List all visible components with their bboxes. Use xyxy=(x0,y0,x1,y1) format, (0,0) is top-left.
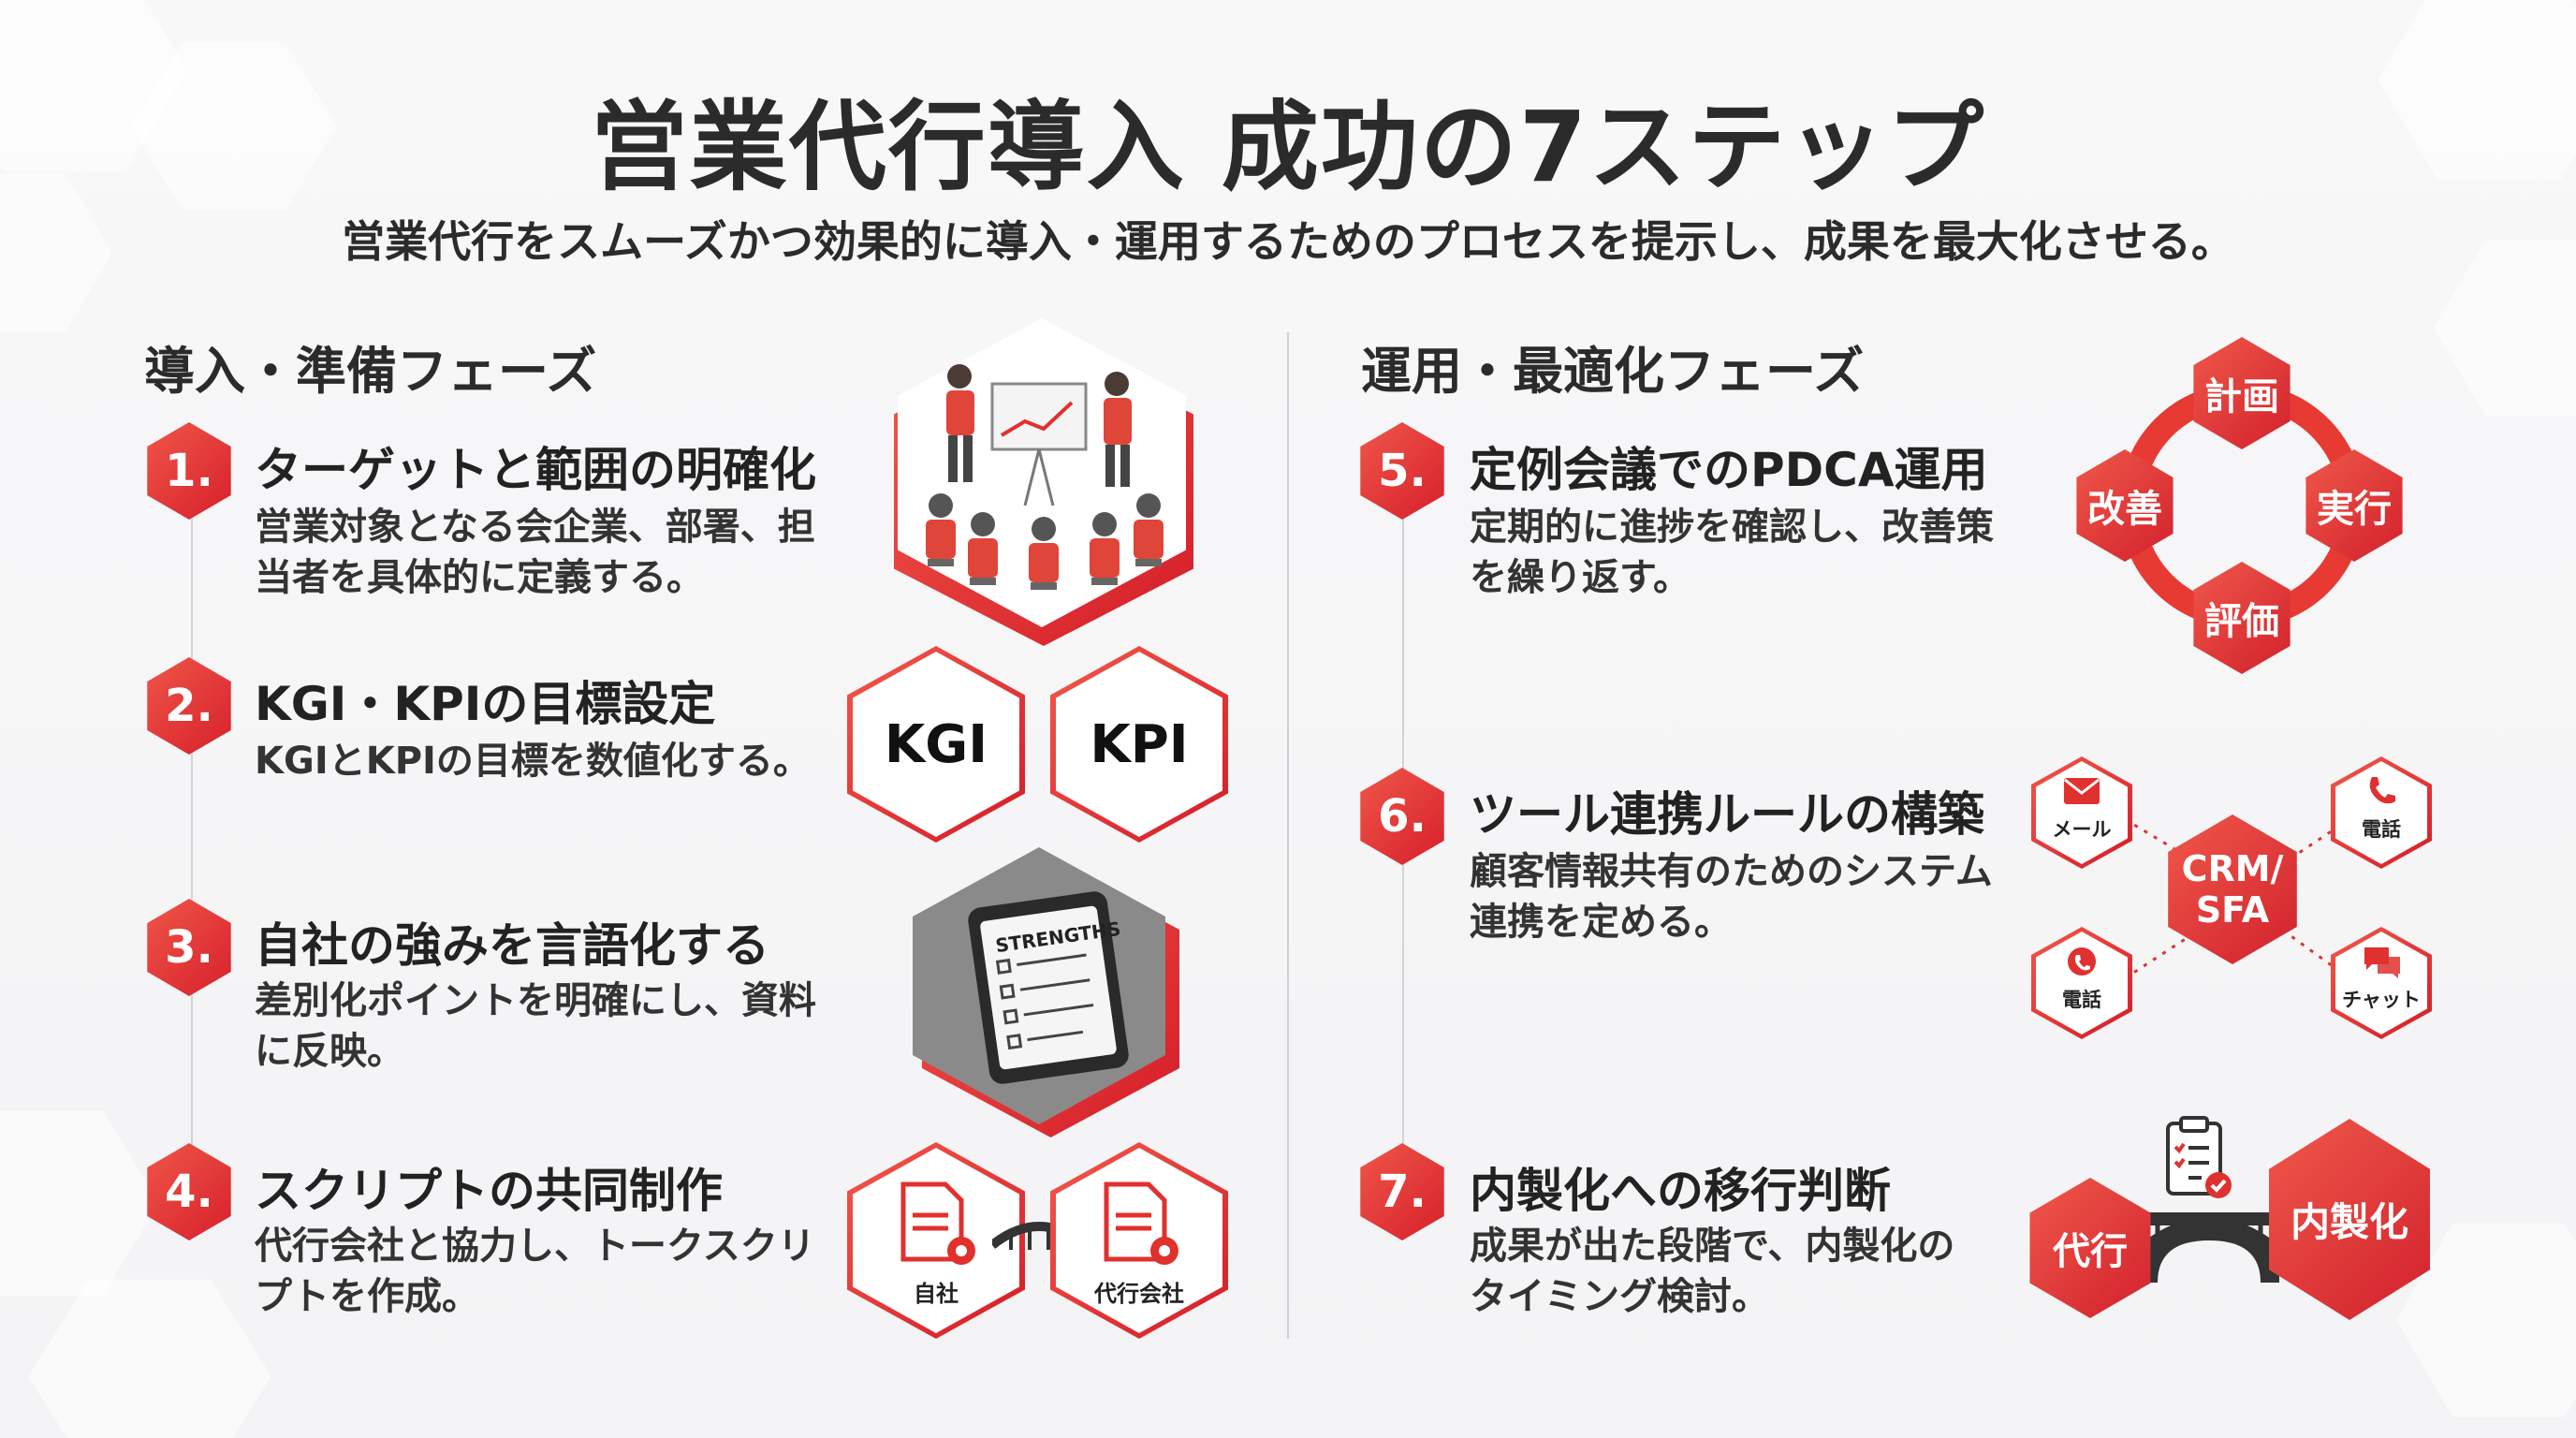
step-4-desc-line2: プトを作成。 xyxy=(255,1275,479,1318)
document-gear-icon xyxy=(900,1181,975,1265)
mail-icon xyxy=(2064,778,2100,804)
kgi-hexagon: KGI xyxy=(847,646,1025,843)
pdca-plan-label: 計画 xyxy=(2204,375,2279,418)
crm-label: CRM/ xyxy=(2181,848,2284,889)
step-7-desc-line2: タイミング検討。 xyxy=(1470,1275,1769,1318)
page-title: 営業代行導入 成功の7ステップ xyxy=(590,90,1986,204)
tablet-checklist-icon xyxy=(968,891,1129,1084)
sfa-label: SFA xyxy=(2195,889,2270,931)
step-1-desc-line2: 当者を具体的に定義する。 xyxy=(255,556,704,599)
pdca-do-label: 実行 xyxy=(2317,488,2392,531)
in-house-label: 内製化 xyxy=(2290,1199,2408,1245)
pdca-check-label: 評価 xyxy=(2204,600,2279,643)
step-6-desc-line1: 顧客情報共有のためのシステム xyxy=(1470,850,1993,893)
chat-label: チャット xyxy=(2342,989,2421,1011)
phone-node-top: 電話 xyxy=(2331,756,2432,869)
step-3-desc-line1: 差別化ポイントを明確にし、資料 xyxy=(255,979,816,1022)
step-3-desc-line2: に反映。 xyxy=(255,1030,404,1073)
in-house-node: 内製化 xyxy=(2256,1119,2443,1320)
chat-icon xyxy=(2364,947,2400,978)
step-2-desc-line1: KGIとKPIの目標を数値化する。 xyxy=(255,740,811,783)
page-subtitle: 営業代行をスムーズかつ効果的に導入・運用するためのプロセスを提示し、成果を最大化… xyxy=(342,216,2234,267)
step-4-title: スクリプトの共同制作 xyxy=(255,1164,723,1218)
pdca-do-node: 実行 xyxy=(2298,449,2410,562)
step-7-desc-line1: 成果が出た段階で、内製化の xyxy=(1470,1225,1955,1268)
meeting-illustration xyxy=(894,318,1193,646)
phone-label-top: 電話 xyxy=(2362,818,2401,841)
left-timeline xyxy=(191,510,193,1222)
phase-divider xyxy=(1287,332,1289,1339)
step-3-number-badge: 3. xyxy=(140,899,238,996)
step-4-desc-line1: 代行会社と協力し、トークスクリ xyxy=(255,1225,815,1268)
bg-hexagon xyxy=(28,1279,271,1438)
step-6-desc-line2: 連携を定める。 xyxy=(1470,901,1732,944)
step-3-title: 自社の強みを言語化する xyxy=(255,918,769,973)
step-7-number-badge: 7. xyxy=(1354,1143,1451,1240)
kgi-label: KGI xyxy=(884,713,988,775)
step-6-number-badge: 6. xyxy=(1354,768,1451,865)
clipboard-check-icon xyxy=(2166,1116,2232,1198)
pdca-plan-node: 計画 xyxy=(2186,337,2298,449)
agency-label: 代行会社 xyxy=(1094,1281,1184,1307)
phone-label-bottom: 電話 xyxy=(2062,989,2101,1011)
step-1-title: ターゲットと範囲の明確化 xyxy=(255,443,816,497)
transition-bridge-icon xyxy=(2139,1212,2279,1283)
own-company-label: 自社 xyxy=(914,1281,959,1307)
kpi-hexagon: KPI xyxy=(1050,646,1228,843)
step-2-number-badge: 2. xyxy=(140,657,238,755)
step-4-number-badge: 4. xyxy=(140,1143,238,1240)
crm-sfa-hub: CRM/SFA xyxy=(2158,814,2307,964)
step-5-title: 定例会議でのPDCA運用 xyxy=(1470,443,1988,497)
kpi-label: KPI xyxy=(1090,713,1189,775)
email-node: メール xyxy=(2031,756,2132,869)
pdca-act-node: 改善 xyxy=(2069,449,2181,562)
chat-node: チャット xyxy=(2331,927,2432,1039)
right-phase-heading: 運用・最適化フェーズ xyxy=(1361,342,1865,401)
step-5-number-badge: 5. xyxy=(1354,422,1451,520)
step-1-desc-line1: 営業対象となる会企業、部署、担 xyxy=(255,506,815,549)
document-gear-icon xyxy=(1104,1181,1178,1265)
bg-hexagon xyxy=(0,1110,159,1296)
step-2-title: KGI・KPIの目標設定 xyxy=(255,677,716,731)
step-6-title: ツール連携ルールの構築 xyxy=(1470,787,1984,842)
step-7-title: 内製化への移行判断 xyxy=(1470,1164,1891,1218)
pdca-check-node: 評価 xyxy=(2186,562,2298,674)
outsourcing-label: 代行 xyxy=(2053,1230,2128,1273)
step-1-number-badge: 1. xyxy=(140,422,238,520)
phone-node-bottom: 電話 xyxy=(2031,927,2132,1039)
strengths-illustration: STRENGTHS xyxy=(913,847,1179,1137)
whatsapp-icon xyxy=(2068,947,2096,976)
step-5-desc-line1: 定期的に進捗を確認し、改善策 xyxy=(1470,506,1994,549)
left-phase-heading: 導入・準備フェーズ xyxy=(144,342,597,401)
step-5-desc-line2: を繰り返す。 xyxy=(1470,556,1690,599)
email-label: メール xyxy=(2052,818,2112,841)
outsourcing-node: 代行 xyxy=(2020,1178,2160,1318)
agency-hexagon: 代行会社 xyxy=(1050,1142,1228,1339)
pdca-act-label: 改善 xyxy=(2087,488,2162,531)
presentation-meeting-icon xyxy=(926,364,1164,590)
phone-icon xyxy=(2369,777,2395,804)
